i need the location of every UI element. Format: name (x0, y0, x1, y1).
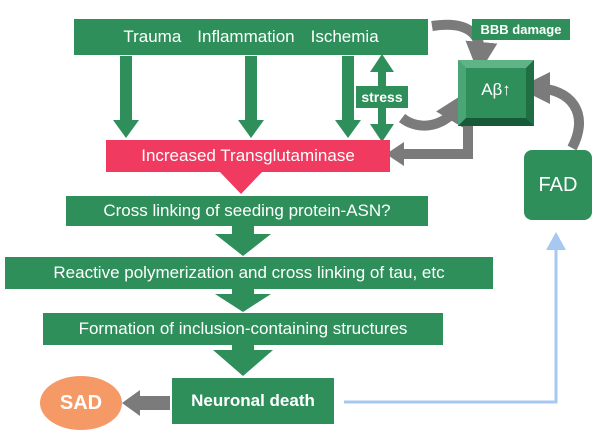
cause-ischemia: Ischemia (310, 27, 379, 46)
arrow-inflammation-to-transglutaminase (238, 56, 264, 138)
arrow-fad-to-abeta (518, 72, 585, 151)
polymerization-box: Reactive polymerization and cross linkin… (5, 257, 493, 289)
arrow-abeta-to-transglutaminase (386, 124, 473, 166)
cause-inflammation: Inflammation (197, 27, 295, 46)
abeta-label: Aβ↑ (481, 80, 511, 99)
stress-label: stress (356, 86, 408, 108)
arrow-trauma-to-transglutaminase (113, 56, 139, 138)
crosslinking-box: Cross linking of seeding protein-ASN? (66, 196, 428, 226)
arrow-ischemia-to-transglutaminase (335, 56, 361, 138)
neuronal-death-box: Neuronal death (172, 378, 334, 424)
inclusions-box: Formation of inclusion-containing struct… (43, 313, 443, 345)
arrow-crosslinking-to-polymerization (215, 222, 271, 256)
abeta-box (458, 60, 534, 126)
arrow-causes-to-abeta (431, 19, 498, 74)
causes-box: Trauma Inflammation Ischemia (74, 19, 428, 55)
arrow-stress-to-abeta (398, 92, 467, 131)
arrow-neuronal-death-to-fad (344, 232, 566, 404)
transglutaminase-box: Increased Transglutaminase (106, 140, 390, 172)
cause-trauma: Trauma (123, 27, 182, 46)
arrow-transglutaminase-to-crosslinking (218, 170, 264, 194)
arrow-neuronal-death-to-sad (122, 390, 170, 416)
fad-box: FAD (524, 150, 592, 220)
sad-ellipse: SAD (40, 376, 122, 430)
bbb-damage-label: BBB damage (472, 19, 570, 40)
